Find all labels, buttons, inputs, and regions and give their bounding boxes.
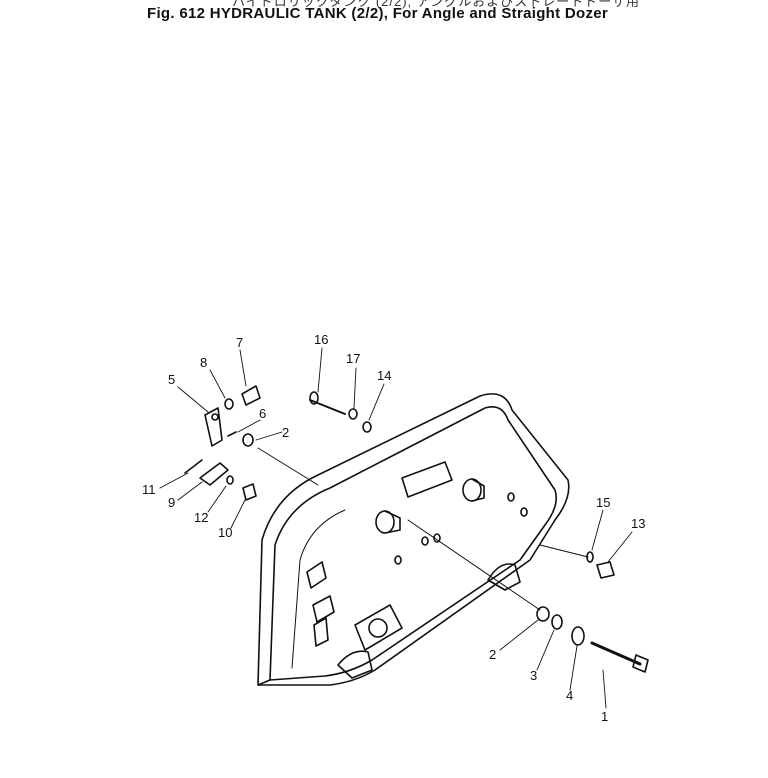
- part-13-plug: [596, 561, 615, 579]
- figure-title: Fig. 612 HYDRAULIC TANK (2/2), For Angle…: [147, 5, 609, 22]
- japanese-caption: ハイドロリックタンク (2/2), アングルおよびストレートドーザ用: [232, 0, 641, 9]
- part-6-pin: [227, 431, 237, 437]
- callout-9: 9: [168, 495, 175, 510]
- part-17-washer: [348, 408, 358, 420]
- part-12-washer: [226, 475, 234, 485]
- part-16-bolt: [309, 399, 346, 415]
- callout-17: 17: [346, 351, 360, 366]
- callout-6: 6: [259, 406, 266, 421]
- callout-3: 3: [530, 668, 537, 683]
- callout-1: 1: [601, 709, 608, 724]
- tank-flange-left: [257, 679, 271, 686]
- tank-front-face: [269, 406, 558, 681]
- callout-2-upper: 2: [282, 425, 289, 440]
- callout-11: 11: [142, 482, 156, 497]
- callout-7: 7: [236, 335, 243, 350]
- tank-back-outline: [257, 393, 570, 686]
- pad-left-1: [306, 561, 327, 589]
- callout-5: 5: [168, 372, 175, 387]
- callout-14: 14: [377, 368, 391, 383]
- part-2-collar-upper: [242, 433, 254, 447]
- bracket-right: [487, 563, 521, 591]
- part-4-washer: [571, 626, 585, 646]
- bracket-bottom: [337, 650, 373, 679]
- part-8-washer: [224, 398, 234, 410]
- pad-left-3: [313, 617, 329, 647]
- part-9-clip: [199, 462, 229, 486]
- pad-top: [401, 461, 453, 498]
- part-3-washer: [551, 614, 563, 630]
- pad-left-2: [312, 595, 335, 623]
- part-15-washer: [586, 551, 594, 563]
- callout-2-lower: 2: [489, 647, 496, 662]
- port-plate: [354, 604, 403, 651]
- part-14-washer: [362, 421, 372, 433]
- part-2-collar-lower: [536, 606, 550, 622]
- part-7-bolt: [241, 385, 261, 406]
- part-1-bolt: [590, 641, 642, 666]
- callout-12: 12: [194, 510, 208, 525]
- callout-13: 13: [631, 516, 645, 531]
- part-5-plate: [204, 407, 223, 447]
- callout-4: 4: [566, 688, 573, 703]
- part-11-wire: [184, 459, 203, 474]
- callout-15: 15: [596, 495, 610, 510]
- callout-16: 16: [314, 332, 328, 347]
- callout-10: 10: [218, 525, 232, 540]
- callout-8: 8: [200, 355, 207, 370]
- port-hole: [368, 618, 388, 638]
- part-10-bolt: [242, 483, 257, 501]
